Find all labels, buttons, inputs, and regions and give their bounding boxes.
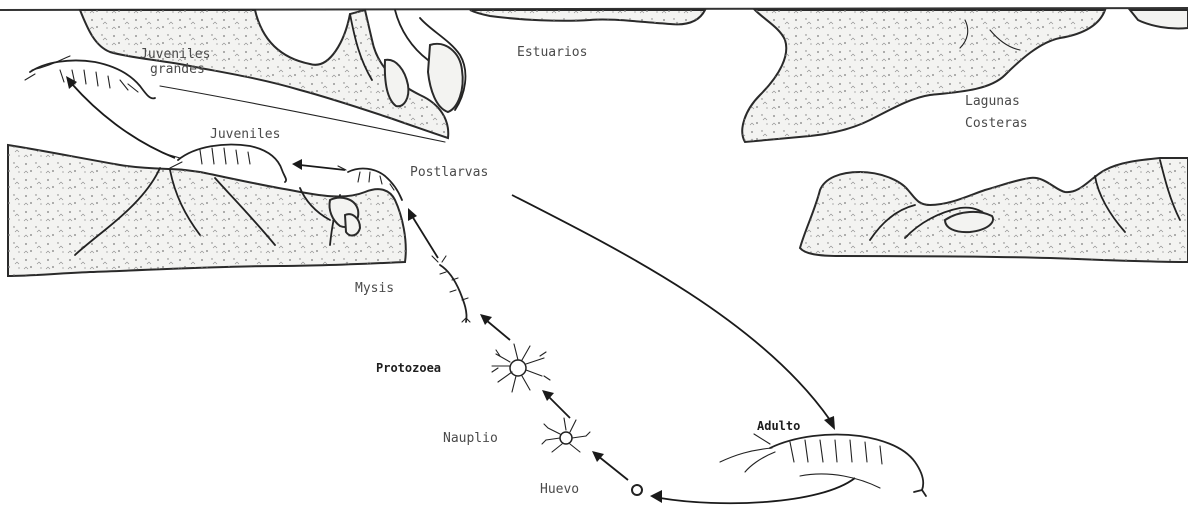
label-adulto: Adulto <box>757 419 800 433</box>
mysis-larva <box>432 256 470 322</box>
shrimp-juveniles-grandes <box>25 56 155 98</box>
arrow-mysis-to-postlarvas <box>412 216 438 258</box>
label-nauplio: Nauplio <box>443 431 498 446</box>
nauplius-larva <box>542 418 590 452</box>
label-lagunas-line1: Lagunas <box>965 94 1020 109</box>
arrow-juveniles-to-grandes <box>72 84 175 158</box>
arrowhead <box>824 416 835 430</box>
label-estuarios: Estuarios <box>517 45 587 60</box>
egg <box>632 485 642 495</box>
shrimp-adulto <box>720 434 926 496</box>
label-lagunas-line2: Costeras <box>965 116 1028 131</box>
label-juveniles-grandes-line1: Juveniles <box>140 47 210 62</box>
label-juveniles: Juveniles <box>210 127 280 142</box>
arrowhead <box>408 208 417 221</box>
arrow-protozoea-to-mysis <box>486 320 510 340</box>
label-juveniles-grandes-line2: grandes <box>150 62 205 77</box>
label-protozoea: Protozoea <box>376 361 441 375</box>
label-postlarvas: Postlarvas <box>410 165 488 180</box>
protozoea-larva <box>492 344 550 392</box>
arrowhead <box>650 490 662 503</box>
land-top-far-right <box>1130 10 1188 29</box>
arrow-postlarvas-to-adulto <box>512 195 830 420</box>
arrow-adulto-to-huevo <box>660 478 855 503</box>
arrow-huevo-to-nauplio <box>598 456 628 480</box>
label-mysis: Mysis <box>355 281 394 296</box>
label-huevo: Huevo <box>540 482 579 497</box>
arrow-nauplio-to-protozoea <box>548 396 570 418</box>
arrowhead <box>292 159 302 170</box>
